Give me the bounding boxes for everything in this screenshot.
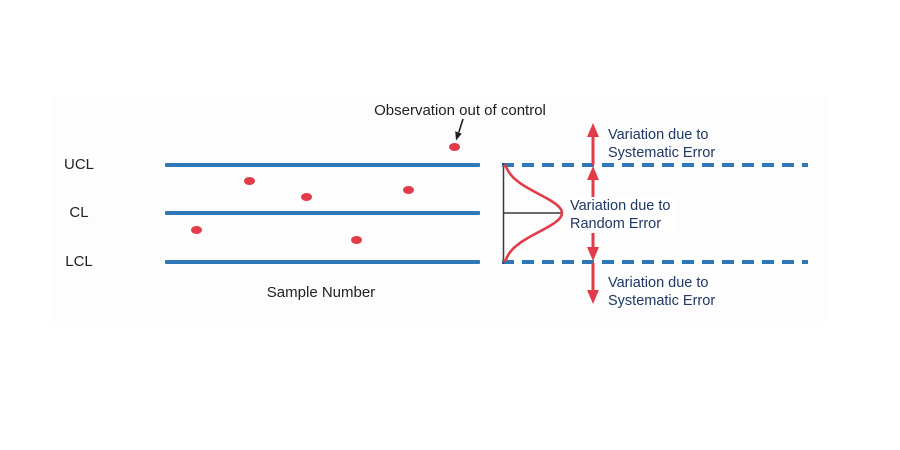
annotation-line: Systematic Error <box>608 293 716 309</box>
sample-point <box>402 186 414 194</box>
ucl-label: UCL <box>63 156 94 173</box>
lcl-label: LCL <box>65 253 93 270</box>
ucl-line <box>165 163 480 167</box>
annotation-line: Variation due to <box>570 198 671 214</box>
out-of-control-label: Observation out of control <box>374 102 546 119</box>
cl-label: CL <box>69 204 89 221</box>
diagram-panel <box>51 96 827 322</box>
normal-distribution-curve <box>502 164 564 263</box>
annotation-systematic-error-top: Variation due to Systematic Error <box>608 126 715 162</box>
sample-point <box>448 143 460 151</box>
x-axis-label: Sample Number <box>266 284 376 301</box>
lcl-line <box>165 260 480 264</box>
annotation-random-error: Variation due to Random Error <box>570 197 675 233</box>
cl-line <box>165 211 480 215</box>
systematic-error-arrow-top <box>587 123 599 165</box>
sample-point <box>300 193 312 201</box>
sample-point <box>190 226 202 234</box>
sample-point <box>243 177 255 185</box>
annotation-systematic-error-bottom: Variation due to Systematic Error <box>608 274 715 310</box>
annotation-line: Systematic Error <box>608 145 716 161</box>
systematic-error-arrow-bottom <box>587 263 599 304</box>
annotation-line: Variation due to <box>608 275 709 291</box>
out-of-control-arrow <box>455 118 464 141</box>
sample-point <box>350 236 362 244</box>
annotation-line: Random Error <box>570 216 662 232</box>
annotation-line: Variation due to <box>608 127 709 143</box>
